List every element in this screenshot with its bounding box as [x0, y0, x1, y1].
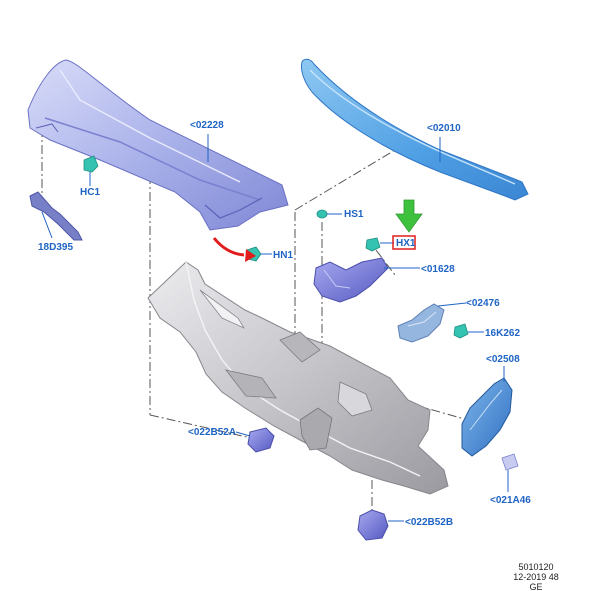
footer-line-3: GE — [529, 582, 542, 591]
clip-hs1-part — [316, 209, 328, 219]
callout-02228: <02228 — [190, 120, 224, 131]
highlight-box — [392, 235, 416, 250]
clip-hx1-part — [365, 237, 381, 252]
cowl-top-panel-part — [27, 59, 289, 231]
callout-022b52a: <022B52A — [188, 427, 236, 438]
clip-hc1-part — [83, 155, 99, 173]
callout-hn1: HN1 — [273, 250, 293, 261]
callout-hc1: HC1 — [80, 187, 100, 198]
leader-lines — [41, 134, 509, 522]
cowl-bar-part — [301, 58, 529, 201]
footer-line-2: 12-2019 48 — [513, 572, 559, 582]
footer-line-1: 5010120 — [518, 562, 553, 572]
drawing-footer: 5010120 12-2019 48 GE — [513, 562, 559, 591]
callout-022b52b: <022B52B — [405, 517, 453, 528]
callout-02010: <02010 — [427, 123, 461, 134]
bracket-02476-part — [397, 303, 445, 343]
clip-16k262-part — [453, 323, 469, 339]
bracket-022b52a-part — [247, 427, 275, 453]
dash-panel-part — [147, 261, 449, 495]
callout-01628: <01628 — [421, 264, 455, 275]
callout-labels: <02228 <02010 HC1 18D395 HN1 HS1 HX1 <01… — [38, 120, 531, 528]
callout-18d395: 18D395 — [38, 242, 73, 253]
callout-16k262: 16K262 — [485, 328, 520, 339]
bracket-18d395-part — [29, 191, 83, 241]
callout-hx1: HX1 — [396, 238, 416, 249]
bracket-01628-part — [313, 257, 389, 303]
bracket-022b52b-part — [357, 509, 389, 541]
green-down-arrow-icon — [395, 199, 423, 233]
reinforcement-02508-part — [461, 377, 513, 457]
part-021a46 — [501, 453, 519, 471]
callout-02476: <02476 — [466, 298, 500, 309]
callout-hs1: HS1 — [344, 209, 364, 220]
red-curved-arrow-icon — [212, 237, 256, 262]
callout-02508: <02508 — [486, 354, 520, 365]
callout-021a46: <021A46 — [490, 495, 531, 506]
